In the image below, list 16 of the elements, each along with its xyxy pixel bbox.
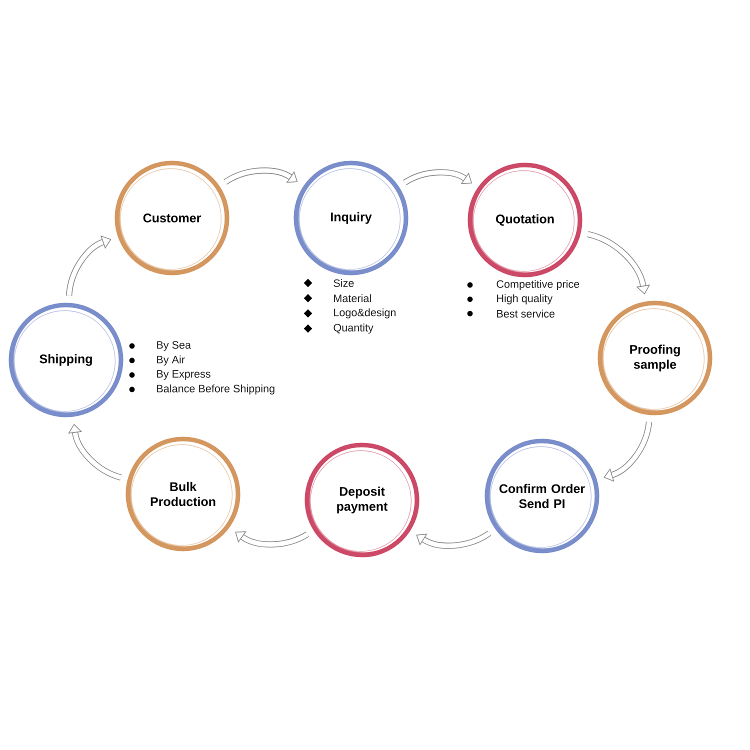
curved-arrow xyxy=(66,235,112,296)
curved-arrow xyxy=(235,531,310,548)
list-item: Balance Before Shipping xyxy=(157,384,274,395)
curved-arrow xyxy=(416,530,492,549)
list-item: Competitive price xyxy=(496,280,580,290)
list-item: Size xyxy=(334,279,354,287)
list-item: Best service xyxy=(497,310,555,318)
list-item: Material xyxy=(334,294,371,302)
curved-arrow xyxy=(604,422,652,482)
list-item: By Air xyxy=(157,355,185,366)
list-item: High quality xyxy=(497,294,553,304)
list-item: By Sea xyxy=(157,341,191,351)
list-item: Quantity xyxy=(334,324,374,334)
list-item: By Express xyxy=(157,370,210,380)
curved-arrow xyxy=(224,167,298,185)
list-item: Logo&design xyxy=(334,308,396,318)
